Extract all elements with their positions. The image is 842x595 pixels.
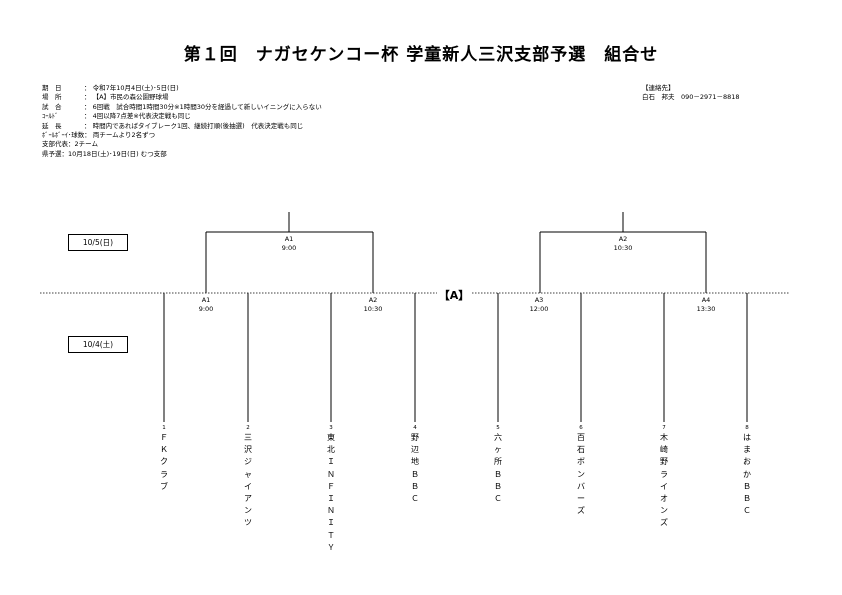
info-key: 県予選 bbox=[42, 149, 62, 158]
info-value: 4回以降7点差※代表決定戦も同じ bbox=[92, 112, 191, 121]
team-name: はまおかＢＢＣ bbox=[743, 433, 751, 516]
team-number: 5 bbox=[496, 425, 500, 431]
info-sep: ： bbox=[84, 93, 91, 102]
info-row-rep: 支部代表：2チーム bbox=[42, 140, 322, 149]
team-name: 東北ＩＮＦＩＮＩＴＹ bbox=[327, 433, 335, 552]
team-number: 6 bbox=[579, 425, 583, 431]
team-6: 6 百石ボンバーズ bbox=[573, 424, 589, 517]
contact-line: 白石 邦夫 090－2971－8818 bbox=[642, 93, 740, 102]
date-day2: 10/5(日) bbox=[68, 234, 128, 251]
team-name: 六ヶ所ＢＢＣ bbox=[494, 433, 502, 504]
match-id: A4 bbox=[701, 296, 711, 304]
team-number: 3 bbox=[329, 425, 333, 431]
info-value: 10月18日(土)･19日(日) むつ支部 bbox=[68, 149, 167, 158]
team-number: 2 bbox=[246, 425, 250, 431]
info-sep: ： bbox=[61, 149, 69, 158]
match-id: A1 bbox=[201, 296, 211, 304]
match-a1: A1 9:00 bbox=[186, 296, 226, 313]
info-key: ｺｰﾙﾄﾞ bbox=[42, 112, 59, 121]
contact-heading: 【連絡先】 bbox=[642, 84, 675, 92]
contact-block: 【連絡先】 白石 邦夫 090－2971－8818 bbox=[642, 84, 740, 103]
team-4: 4 野辺地ＢＢＣ bbox=[407, 424, 423, 505]
match-time: 12:00 bbox=[529, 304, 549, 313]
match-time: 13:30 bbox=[696, 304, 716, 313]
info-value: 令和7年10月4日(土)･5日(日) bbox=[92, 84, 179, 92]
info-value: 時間内であればタイブレーク1回、継続打順(後抽選) 代表決定戦も同じ bbox=[92, 121, 304, 130]
info-sep: ： bbox=[84, 131, 91, 140]
team-name: 百石ボンバーズ bbox=[577, 433, 585, 516]
info-key: ﾎﾞｰﾙﾎﾞｰｲ･球数 bbox=[42, 131, 85, 140]
info-value: 2チーム bbox=[74, 140, 98, 149]
match-a4: A4 13:30 bbox=[686, 296, 726, 313]
info-key: 期 日 bbox=[42, 84, 62, 92]
match-id: A1 bbox=[284, 235, 294, 243]
info-value: 【A】市民の森公園野球場 bbox=[92, 93, 169, 102]
info-key: 試 合 bbox=[42, 102, 62, 111]
info-sep: ： bbox=[84, 102, 91, 111]
info-row-extra: 延 長 ： 時間内であればタイブレーク1回、継続打順(後抽選) 代表決定戦も同じ bbox=[42, 122, 322, 131]
info-key: 場 所 bbox=[42, 93, 62, 102]
info-row-venue: 場 所 ： 【A】市民の森公園野球場 bbox=[42, 93, 322, 102]
contact-phone: 090－2971－8818 bbox=[681, 93, 740, 102]
info-row-game: 試 合 ： 6回戦 試合時間1時間30分※1時間30分を経過して新しいイニングに入… bbox=[42, 103, 322, 112]
team-3: 3 東北ＩＮＦＩＮＩＴＹ bbox=[323, 424, 339, 554]
info-sep: ： bbox=[68, 140, 75, 149]
match-time: 10:30 bbox=[363, 304, 383, 313]
team-7: 7 木崎野ライオンズ bbox=[656, 424, 672, 530]
team-2: 2 三沢ジャイアンツ bbox=[240, 424, 256, 530]
team-name: 野辺地ＢＢＣ bbox=[411, 433, 419, 504]
match-a2: A2 10:30 bbox=[353, 296, 393, 313]
team-name: 木崎野ライオンズ bbox=[660, 433, 668, 528]
match-a3: A3 12:00 bbox=[519, 296, 559, 313]
tournament-info: 期 日 ： 令和7年10月4日(土)･5日(日) 場 所 ： 【A】市民の森公園野球… bbox=[42, 84, 322, 159]
team-name: 三沢ジャイアンツ bbox=[244, 433, 252, 528]
info-value: 両チームより2名ずつ bbox=[92, 131, 156, 140]
info-key: 延 長 bbox=[42, 121, 62, 130]
info-row-ballboy: ﾎﾞｰﾙﾎﾞｰｲ･球数： 両チームより2名ずつ bbox=[42, 131, 322, 140]
match-id: A2 bbox=[618, 235, 628, 243]
match-time: 9:00 bbox=[281, 243, 297, 252]
info-row-pref: 県予選：10月18日(土)･19日(日) むつ支部 bbox=[42, 150, 322, 159]
team-name: ＦＫクラブ bbox=[160, 433, 168, 491]
match-id: A3 bbox=[534, 296, 544, 304]
team-number: 4 bbox=[413, 425, 417, 431]
info-sep: ： bbox=[84, 84, 91, 92]
info-row-date: 期 日 ： 令和7年10月4日(土)･5日(日) bbox=[42, 84, 322, 93]
info-value: 6回戦 試合時間1時間30分※1時間30分を経過して新しいイニングに入らない bbox=[92, 102, 322, 111]
contact-name: 白石 邦夫 bbox=[642, 93, 675, 102]
info-sep: ： bbox=[84, 112, 91, 121]
date-day1: 10/4(土) bbox=[68, 336, 128, 353]
page-title: 第１回 ナガセケンコー杯 学童新人三沢支部予選 組合せ bbox=[183, 45, 659, 65]
team-number: 8 bbox=[745, 425, 749, 431]
match-time: 9:00 bbox=[198, 304, 214, 313]
info-row-called: ｺｰﾙﾄﾞ ： 4回以降7点差※代表決定戦も同じ bbox=[42, 112, 322, 121]
final-match-right: A2 10:30 bbox=[603, 235, 643, 252]
match-id: A2 bbox=[368, 296, 378, 304]
team-8: 8 はまおかＢＢＣ bbox=[739, 424, 755, 517]
team-number: 7 bbox=[662, 425, 666, 431]
final-match-left: A1 9:00 bbox=[269, 235, 309, 252]
info-key: 支部代表 bbox=[42, 140, 68, 149]
team-1: 1 ＦＫクラブ bbox=[156, 424, 172, 493]
team-number: 1 bbox=[162, 425, 166, 431]
team-5: 5 六ヶ所ＢＢＣ bbox=[490, 424, 506, 505]
venue-label: 【A】 bbox=[437, 287, 471, 303]
match-time: 10:30 bbox=[613, 243, 633, 252]
info-sep: ： bbox=[84, 121, 91, 130]
